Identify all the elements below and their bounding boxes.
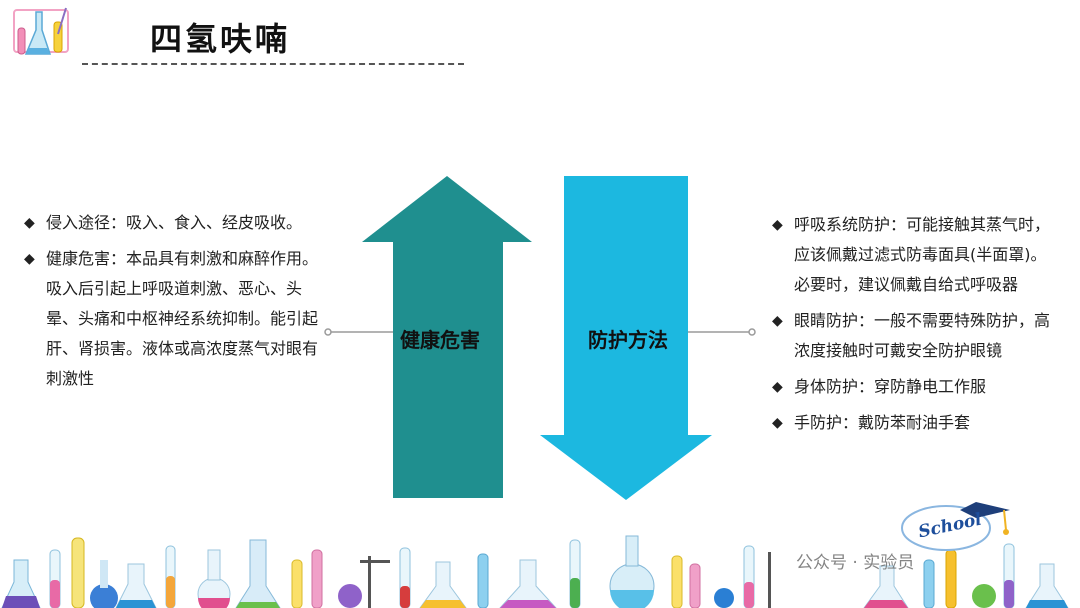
lab-glassware-strip-icon bbox=[1, 535, 1069, 608]
protection-method-list: ◆ 呼吸系统防护：可能接触其蒸气时，应该佩戴过滤式防毒面具(半面罩)。必要时，建… bbox=[772, 210, 1062, 444]
list-item-text: 眼睛防护：一般不需要特殊防护，高浓度接触时可戴安全防护眼镜 bbox=[794, 311, 1051, 360]
diamond-bullet-icon: ◆ bbox=[772, 313, 783, 329]
down-arrow-icon bbox=[540, 176, 712, 500]
protection-method-label: 防护方法 bbox=[588, 328, 668, 352]
list-item: ◆ 眼睛防护：一般不需要特殊防护，高浓度接触时可戴安全防护眼镜 bbox=[772, 306, 1062, 366]
title-divider bbox=[82, 63, 464, 65]
back-to-school-badge-icon bbox=[901, 502, 1010, 551]
diamond-bullet-icon: ◆ bbox=[24, 215, 35, 231]
watermark-text: 公众号 · 实验员 bbox=[796, 553, 915, 573]
list-item-text: 呼吸系统防护：可能接触其蒸气时，应该佩戴过滤式防毒面具(半面罩)。必要时，建议佩… bbox=[794, 215, 1051, 294]
diamond-bullet-icon: ◆ bbox=[24, 251, 35, 267]
diamond-bullet-icon: ◆ bbox=[772, 415, 783, 431]
page-title: 四氢呋喃 bbox=[150, 20, 291, 58]
right-connector-dot bbox=[748, 328, 756, 336]
list-item: ◆ 呼吸系统防护：可能接触其蒸气时，应该佩戴过滤式防毒面具(半面罩)。必要时，建… bbox=[772, 210, 1062, 300]
lab-glassware-logo-icon bbox=[13, 7, 69, 55]
list-item-text: 身体防护：穿防静电工作服 bbox=[794, 377, 987, 396]
list-item: ◆ 侵入途径：吸入、食入、经皮吸收。 bbox=[24, 208, 332, 238]
list-item-text: 健康危害：本品具有刺激和麻醉作用。吸入后引起上呼吸道刺激、恶心、头晕、头痛和中枢… bbox=[46, 249, 319, 388]
list-item: ◆ 手防护：戴防苯耐油手套 bbox=[772, 408, 1062, 438]
list-item-text: 侵入途径：吸入、食入、经皮吸收。 bbox=[46, 213, 303, 232]
left-connector-dot bbox=[324, 328, 332, 336]
up-arrow-icon bbox=[362, 176, 532, 498]
list-item-text: 手防护：戴防苯耐油手套 bbox=[794, 413, 971, 432]
diamond-bullet-icon: ◆ bbox=[772, 217, 783, 233]
diamond-bullet-icon: ◆ bbox=[772, 379, 783, 395]
health-hazard-list: ◆ 侵入途径：吸入、食入、经皮吸收。 ◆ 健康危害：本品具有刺激和麻醉作用。吸入… bbox=[24, 208, 332, 400]
list-item: ◆ 健康危害：本品具有刺激和麻醉作用。吸入后引起上呼吸道刺激、恶心、头晕、头痛和… bbox=[24, 244, 332, 394]
health-hazard-label: 健康危害 bbox=[400, 328, 480, 352]
list-item: ◆ 身体防护：穿防静电工作服 bbox=[772, 372, 1062, 402]
